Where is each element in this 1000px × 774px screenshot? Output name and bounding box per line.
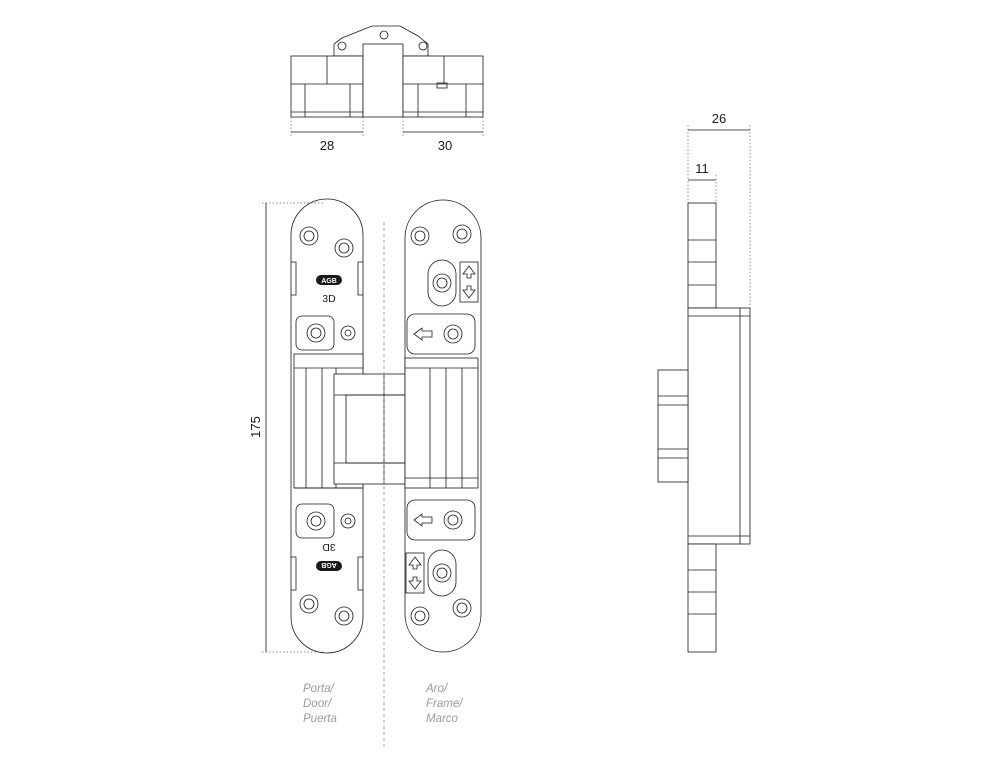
dim-side-total: 26 [712, 111, 726, 126]
top-view [290, 25, 484, 136]
frame-label-line-2: Frame/ [426, 698, 464, 710]
logo-text-bottom: AGB [321, 561, 337, 568]
dim-top-right: 30 [438, 138, 452, 153]
side-view [657, 125, 751, 653]
height-dimension [262, 202, 325, 653]
front-view-frame-leaf [404, 199, 482, 653]
adjust-3d-top: 3D [322, 293, 336, 305]
logo-text-top: AGB [321, 278, 337, 285]
dim-top-left: 28 [320, 138, 334, 153]
door-label-line-1: Porta/ [303, 683, 335, 695]
door-label-line-2: Door/ [303, 698, 333, 710]
logo-badge-top [316, 275, 342, 285]
door-label-line-3: Puerta [303, 713, 337, 725]
adjust-3d-bottom: 3D [322, 541, 336, 553]
frame-label-line-3: Marco [426, 713, 459, 725]
frame-label-line-1: Aro/ [425, 683, 449, 695]
logo-badge-bottom [316, 561, 342, 571]
dim-height: 175 [248, 416, 263, 438]
dim-side-inner: 11 [695, 161, 709, 176]
